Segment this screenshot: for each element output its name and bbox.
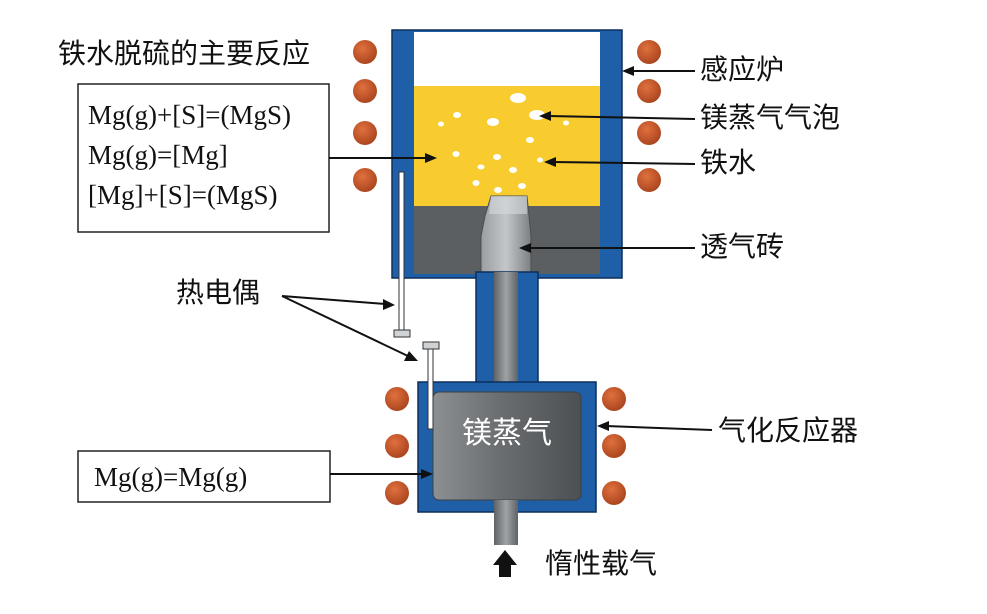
induction-furnace <box>391 29 623 279</box>
hot-metal-label: 铁水 <box>700 146 756 179</box>
vapor-label: 镁蒸气 <box>462 416 552 451</box>
porous-brick-label: 透气砖 <box>700 230 784 263</box>
furnace-label: 感应炉 <box>700 53 784 86</box>
furnace-headspace <box>414 32 600 86</box>
bubbles-label: 镁蒸气气泡 <box>700 101 840 134</box>
porous-brick-top <box>489 196 527 214</box>
equation-3: [Mg]+[S]=(MgS) <box>88 180 277 210</box>
arrow-thermocouple-lower-head <box>404 351 418 361</box>
thermocouple-lower <box>422 341 440 430</box>
equations-box-top: Mg(g)+[S]=(MgS) Mg(g)=[Mg] [Mg]+[S]=(MgS… <box>77 83 330 233</box>
thermocouple-upper <box>393 171 411 338</box>
reactor-induction-coils <box>385 387 626 505</box>
arrow-furnace-head <box>622 66 634 76</box>
arrow-thermocouple-upper <box>281 295 387 305</box>
carrier-gas-label: 惰性载气 <box>545 547 657 580</box>
equation-bottom: Mg(g)=Mg(g) <box>94 462 247 492</box>
arrow-porous-brick-head <box>519 243 531 253</box>
arrow-bubbles <box>547 115 696 120</box>
arrow-thermocouple-lower <box>281 295 411 358</box>
arrow-thermocouple-upper-head <box>383 299 395 310</box>
carrier-gas-arrow-icon <box>493 550 517 577</box>
carrier-gas-inlet-pipe <box>494 500 518 545</box>
arrow-bubbles-head <box>539 111 551 121</box>
reactor-label: 气化反应器 <box>718 414 858 447</box>
magnesium-vapor-bubbles <box>438 93 569 193</box>
thermocouple-label: 热电偶 <box>176 276 260 309</box>
arrow-reactor <box>605 425 713 431</box>
reaction-title: 铁水脱硫的主要反应 <box>58 37 310 70</box>
equation-2: Mg(g)=[Mg] <box>88 140 228 170</box>
furnace-induction-coils <box>353 40 661 192</box>
arrow-hot-metal <box>552 161 696 165</box>
pointer-arrows <box>281 66 713 479</box>
hot-metal-bath <box>414 86 600 206</box>
equation-box-bottom: Mg(g)=Mg(g) <box>77 450 331 503</box>
arrow-equation-bottom-head <box>421 469 433 479</box>
arrow-hot-metal-head <box>544 157 556 167</box>
gasification-reactor: 镁蒸气 <box>417 381 597 513</box>
arrow-equations-top-head <box>425 153 437 163</box>
arrow-reactor-head <box>597 421 609 431</box>
equation-1: Mg(g)+[S]=(MgS) <box>88 100 291 130</box>
connecting-pipe <box>494 272 518 392</box>
